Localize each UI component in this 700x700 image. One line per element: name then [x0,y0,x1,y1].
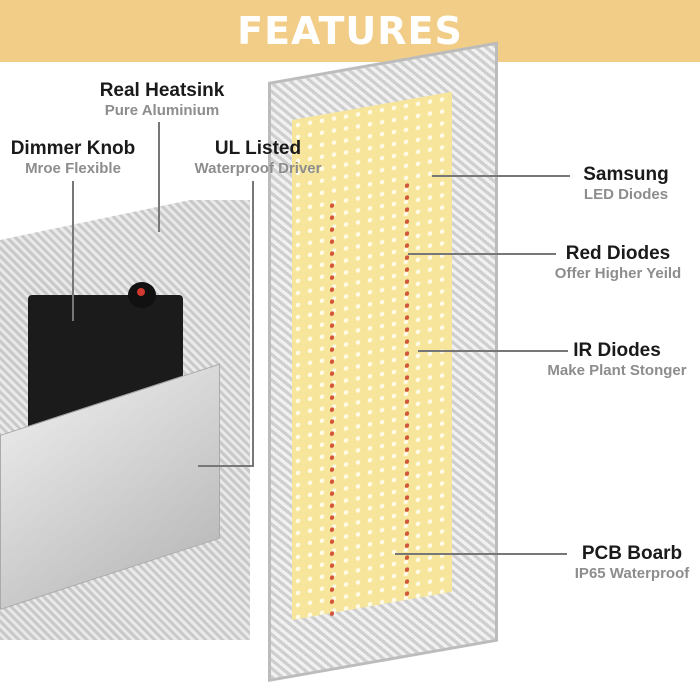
label-red-diodes: Red Diodes Offer Higher Yeild [554,243,682,282]
red-leader-line [408,253,556,255]
red-diode-column [405,179,409,601]
label-ul-listed: UL Listed Waterproof Driver [194,138,322,177]
red-diode-column [330,199,334,621]
pcb-leader-line [395,553,567,555]
ul-leader-line-vertical [252,181,254,466]
samsung-leader-line [432,175,570,177]
dimmer-leader-line [72,181,74,321]
ul-leader-line-horizontal [198,465,254,467]
label-samsung: Samsung LED Diodes [583,164,669,203]
label-heatsink: Real Heatsink Pure Aluminium [99,80,225,119]
label-pcb-board: PCB Boarb IP65 Waterproof [574,543,690,582]
ir-leader-line [418,350,568,352]
features-banner: FEATURES [0,0,700,62]
heatsink-leader-line [158,122,160,232]
label-ir-diodes: IR Diodes Make Plant Stonger [547,340,687,379]
label-dimmer: Dimmer Knob Mroe Flexible [10,138,136,177]
knob-indicator [137,288,145,296]
banner-title: FEATURES [237,9,463,53]
